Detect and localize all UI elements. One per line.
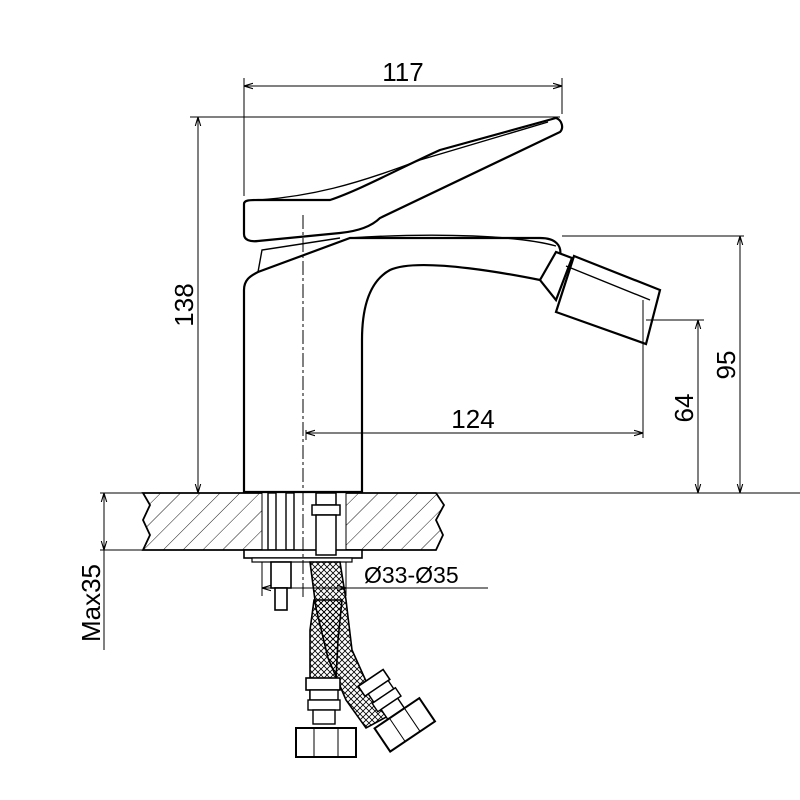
dim-total-height: 138 [169,117,199,493]
dim-spout-top-height: 95 [711,236,741,493]
dim-max-thickness: Max35 [76,493,106,650]
label-spout-reach: 124 [451,404,494,434]
label-spout-top-height: 95 [711,351,741,380]
extension-lines [190,78,744,440]
label-outlet-height: 64 [669,394,699,423]
lever-handle [242,116,564,243]
countertop-section [100,492,800,551]
dim-outlet-height: 64 [669,320,699,493]
label-total-height: 138 [169,283,199,326]
dim-spout-reach: 124 [306,404,643,434]
dim-hole-diameter: Ø33-Ø35 [261,562,488,596]
label-lever-reach: 117 [382,57,423,87]
hose-fitting [311,492,341,556]
label-hole-diameter: Ø33-Ø35 [364,562,459,588]
dim-lever-reach: 117 [244,57,562,87]
label-max-thickness: Max35 [76,564,106,642]
mixer-body [242,234,562,494]
swivel-outlet [538,250,662,346]
flexible-hoses [295,561,437,758]
